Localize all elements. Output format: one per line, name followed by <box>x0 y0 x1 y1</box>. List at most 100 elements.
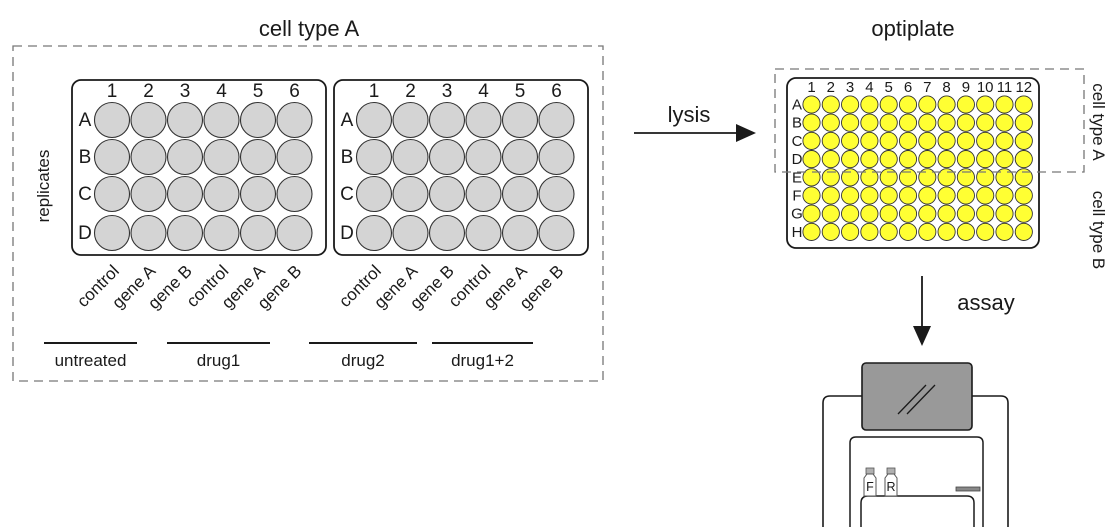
optiplate-well <box>879 113 898 132</box>
optiplate-well <box>918 204 937 223</box>
optiplate-well <box>918 113 937 132</box>
wellplate-column-number: 6 <box>289 81 300 102</box>
optiplate-well <box>841 168 860 187</box>
optiplate-row-letter: G <box>791 206 803 223</box>
optiplate-well <box>995 131 1014 150</box>
optiplate-well <box>898 95 918 114</box>
well <box>465 101 502 139</box>
well <box>428 138 466 176</box>
optiplate-well <box>1014 113 1033 132</box>
optiplate-well <box>898 131 918 150</box>
optiplate-well <box>956 113 975 132</box>
optiplate-well <box>841 150 860 169</box>
well <box>355 138 393 176</box>
optiplate-well <box>860 150 879 169</box>
optiplate-well <box>802 113 821 132</box>
well <box>276 138 313 176</box>
well <box>501 138 539 176</box>
optiplate-well <box>937 95 956 114</box>
optiplate-well <box>841 131 860 150</box>
optiplate-well <box>1014 150 1033 169</box>
optiplate-row-letter: D <box>792 151 803 168</box>
bottle-f-cap <box>865 467 875 475</box>
wellplate-row-letter: B <box>79 147 92 168</box>
optiplate-well <box>918 95 937 114</box>
optiplate-well <box>802 204 821 223</box>
optiplate-column-number: 2 <box>827 79 835 96</box>
optiplate-well <box>918 168 937 187</box>
optiplate-well <box>937 113 956 132</box>
optiplate-well <box>937 150 956 169</box>
optiplate-well <box>995 150 1014 169</box>
well <box>392 138 429 176</box>
optiplate-well <box>956 131 975 150</box>
optiplate-well <box>956 168 975 187</box>
optiplate-well <box>898 204 918 223</box>
plate-reader-slot <box>955 486 981 492</box>
optiplate-well <box>937 168 956 187</box>
optiplate-well <box>976 131 995 150</box>
well <box>239 138 277 176</box>
optiplate-well <box>802 168 821 187</box>
wellplate-row-letter: D <box>340 223 354 244</box>
well <box>428 101 466 139</box>
optiplate-row-letter: H <box>792 224 803 241</box>
optiplate-well <box>898 150 918 169</box>
optiplate-well <box>918 150 937 169</box>
replicates-axis-label: replicates <box>34 150 53 223</box>
optiplate-well <box>956 222 975 241</box>
optiplate-well <box>937 186 956 205</box>
optiplate-well <box>976 150 995 169</box>
lysis-step: lysis <box>634 102 756 142</box>
optiplate-well <box>821 186 840 205</box>
optiplate-well <box>956 204 975 223</box>
optiplate-well <box>860 204 879 223</box>
optiplate-well <box>802 131 821 150</box>
optiplate-column-number: 4 <box>865 79 873 96</box>
well <box>538 101 575 139</box>
optiplate-well <box>802 186 821 205</box>
optiplate-column-number: 10 <box>977 79 994 96</box>
wellplate-row-letter: A <box>79 110 92 131</box>
well <box>428 175 466 213</box>
optiplate-well <box>1014 131 1033 150</box>
optiplate-well <box>976 95 995 114</box>
optiplate-well <box>802 150 821 169</box>
optiplate-well <box>976 222 995 241</box>
well <box>203 138 240 176</box>
well <box>203 101 240 139</box>
bottle-f-body <box>863 473 877 497</box>
cell-type-a-dashed-frame <box>12 45 604 382</box>
assay-arrow-head <box>913 326 931 346</box>
optiplate-well <box>976 168 995 187</box>
well <box>276 214 313 252</box>
optiplate-well <box>937 131 956 150</box>
optiplate-well <box>1014 222 1033 241</box>
optiplate-well <box>918 131 937 150</box>
optiplate-column-number: 7 <box>923 79 931 96</box>
reagent-bottle-f: F <box>863 467 877 497</box>
assay-label: assay <box>957 290 1014 315</box>
optiplate-well <box>956 150 975 169</box>
plate-reader-screen <box>861 362 973 431</box>
well <box>203 175 240 213</box>
optiplate-well <box>995 168 1014 187</box>
bottle-r-body <box>884 473 898 497</box>
well <box>130 101 167 139</box>
optiplate-well <box>860 113 879 132</box>
optiplate-column-number: 1 <box>807 79 815 96</box>
optiplate-well <box>956 186 975 205</box>
assay-step: assay <box>913 276 1015 346</box>
well <box>276 101 313 139</box>
wellplate-column-number: 3 <box>180 81 191 102</box>
optiplate-well <box>1014 186 1033 205</box>
well <box>392 214 429 252</box>
plate-reader: F R <box>822 362 1009 527</box>
wellplate-row-letter: B <box>341 147 354 168</box>
treatment-label: drug1 <box>197 351 240 370</box>
well <box>93 175 131 213</box>
bottle-r-label: R <box>886 480 895 494</box>
